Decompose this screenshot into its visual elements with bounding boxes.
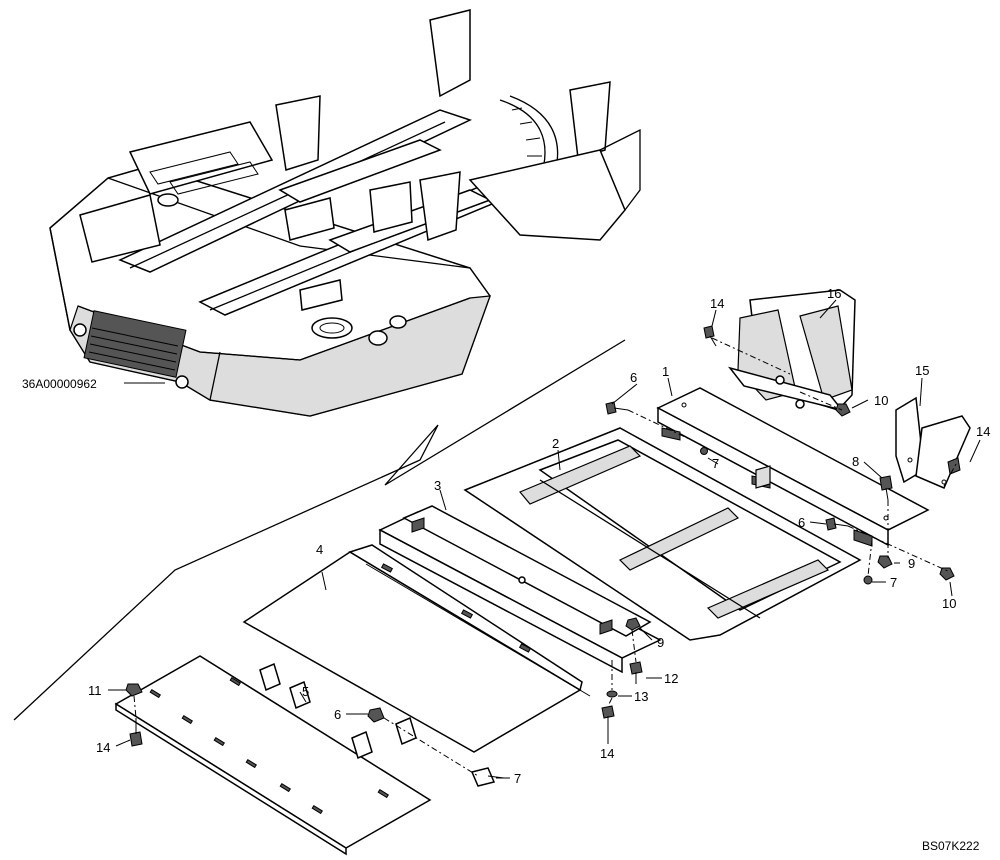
bolt-14a	[703, 325, 717, 347]
nut-9b	[625, 617, 641, 631]
nut-10c	[125, 683, 143, 697]
bolt-6b	[825, 517, 849, 531]
callout-14: 14	[710, 296, 724, 311]
callout-leaders	[108, 299, 981, 779]
bolt-11	[629, 661, 643, 684]
nut-10b	[939, 567, 955, 581]
nut-9a	[877, 555, 893, 569]
bolt-8	[879, 475, 893, 501]
assembly-center-lines	[133, 337, 957, 777]
bolt-14b	[947, 457, 961, 475]
callout-15: 15	[915, 363, 929, 378]
callout-14: 14	[96, 740, 110, 755]
hinge-lugs	[259, 662, 417, 760]
nut-10a	[835, 403, 851, 417]
callout-16: 16	[827, 286, 841, 301]
callout-5: 5	[302, 684, 309, 699]
nut-7b	[863, 575, 873, 585]
callout-11: 12	[664, 671, 678, 686]
callout-13: 14	[600, 746, 614, 761]
callout-8: 8	[852, 454, 859, 469]
plate-slots	[149, 676, 389, 815]
callout-9: 9	[908, 556, 915, 571]
bolt-6a	[605, 401, 629, 415]
callout-10: 10	[874, 393, 888, 408]
grille-slats	[88, 327, 179, 371]
part-16-mount-bracket	[728, 289, 856, 412]
bolt-7c	[470, 767, 505, 787]
part-3-channel	[378, 505, 662, 674]
part-2-frame-plate	[463, 427, 862, 641]
callout-6: 6	[798, 515, 805, 530]
callout-7: 7	[712, 456, 719, 471]
nut-7a	[700, 447, 708, 455]
sheet-code-label: BS07K222	[922, 839, 980, 853]
callout-4: 4	[316, 542, 323, 557]
callout-7: 7	[890, 575, 897, 590]
callout-12: 13	[634, 689, 648, 704]
callout-6: 6	[630, 370, 637, 385]
callout-3: 3	[434, 478, 441, 493]
assembly-reference-label: 36A00000962	[22, 377, 97, 391]
hardware	[125, 325, 961, 787]
callout-10: 11	[88, 683, 102, 698]
callout-labels: 16 14 1 6 10 2 7 15 14 8 3 6 9 7 10 4 9 …	[88, 286, 990, 786]
callout-7: 7	[514, 771, 521, 786]
part-15-clip	[895, 396, 971, 489]
callout-1: 1	[662, 364, 669, 379]
callout-2: 2	[552, 436, 559, 451]
callout-14: 14	[976, 424, 990, 439]
ring-teeth	[511, 107, 542, 173]
callout-10: 10	[942, 596, 956, 611]
bolt-13	[601, 705, 615, 734]
callout-6: 6	[334, 707, 341, 722]
washer-12	[606, 690, 618, 698]
nut-6c	[367, 707, 385, 723]
part-4-floor-plate	[242, 544, 591, 753]
callout-9: 9	[657, 635, 664, 650]
bolt-14c	[129, 718, 143, 747]
break-line	[13, 339, 626, 721]
machine-frame	[49, 9, 641, 417]
part-5-base-plate	[114, 655, 432, 856]
